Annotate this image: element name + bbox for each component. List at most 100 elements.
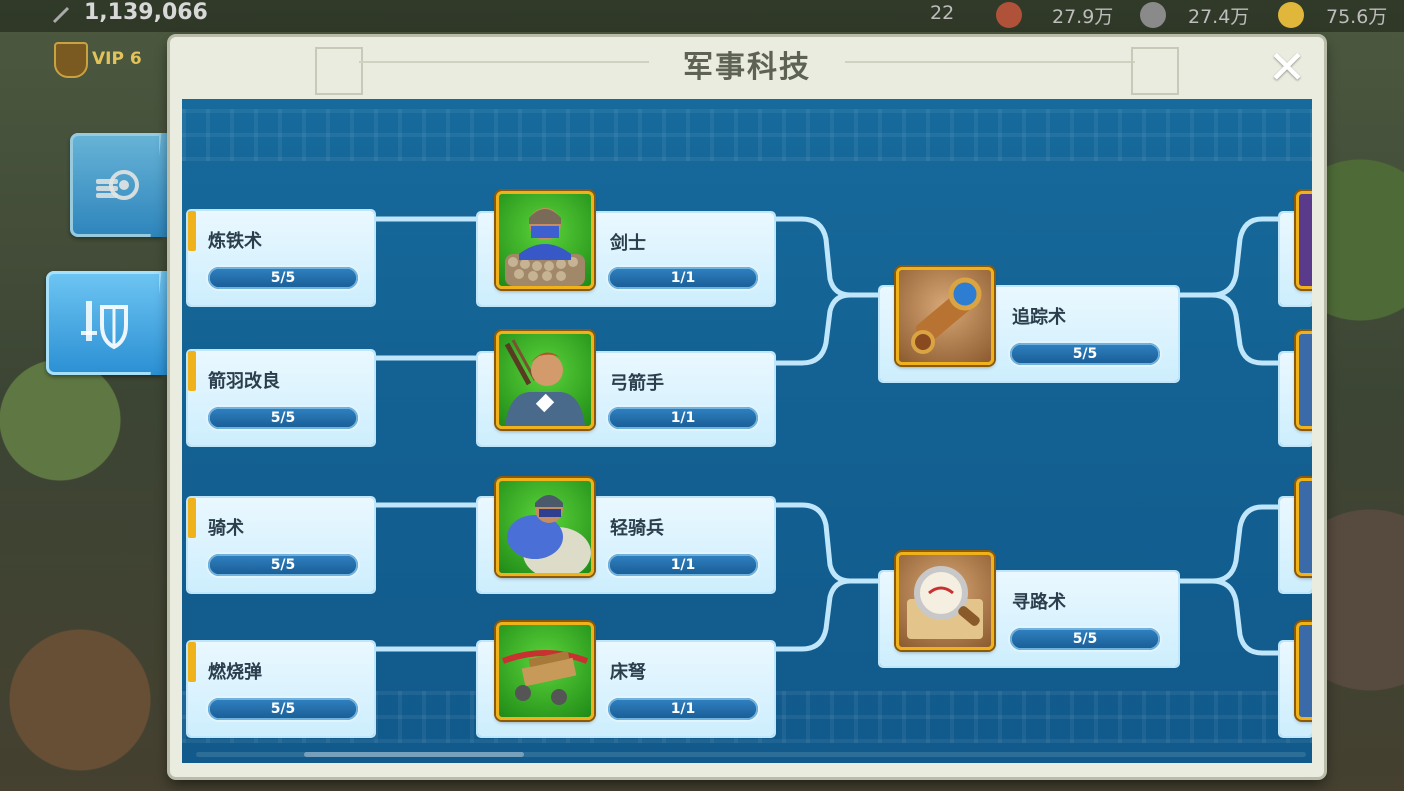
title-ornament-left [315,47,363,95]
progress-bar: 5/5 [208,267,358,289]
title-ornament-right [1131,47,1179,95]
scrollbar-thumb[interactable] [304,752,524,757]
map-magnifier-icon [896,552,994,650]
node-name: 剑士 [610,233,646,254]
wood-icon [1140,2,1166,28]
tech-tree[interactable]: 炼铁术 5/5 箭羽改良 5/5 骑术 5/5 [182,99,1312,763]
sword-shield-icon [81,301,128,350]
ballista-icon [496,622,594,720]
resource-count: 22 [930,2,955,24]
tech-node-incendiary[interactable]: 燃烧弹 5/5 [188,642,374,736]
progress-text: 5/5 [270,701,296,717]
progress-bar: 1/1 [608,407,758,429]
partial-tech-icon [1296,478,1312,576]
tab-economic-tech[interactable] [70,133,162,237]
tech-node-partial[interactable] [1280,478,1312,592]
progress-text: 5/5 [1072,631,1098,647]
progress-fill [210,700,356,718]
progress-fill [1012,630,1158,648]
node-name: 追踪术 [1012,307,1066,328]
progress-bar: 5/5 [208,698,358,720]
progress-fill [1012,345,1158,363]
node-name: 炼铁术 [208,231,262,252]
progress-bar: 5/5 [1010,628,1160,650]
connection-lines [374,216,1280,656]
progress-bar: 5/5 [208,407,358,429]
tech-node-light-cavalry[interactable]: 轻骑兵 1/1 [478,478,774,592]
icon-edge [188,351,196,391]
panel-title: 军事科技 [683,50,811,85]
tech-node-partial[interactable] [1280,622,1312,736]
vip-badge[interactable]: VIP 6 [50,42,160,78]
tab-military-tech[interactable] [46,271,162,375]
food-value[interactable]: 27.9万 [1052,6,1114,28]
tech-node-partial[interactable] [1280,331,1312,445]
node-name: 寻路术 [1012,592,1066,613]
power-value: 1,139,066 [84,0,208,25]
military-tech-panel: 军事科技 ✕ 炼 [170,37,1324,777]
progress-text: 1/1 [670,701,696,717]
node-card [188,642,374,736]
progress-bar: 1/1 [608,698,758,720]
food-icon [996,2,1022,28]
progress-bar: 5/5 [1010,343,1160,365]
progress-text: 5/5 [270,410,296,426]
progress-text: 1/1 [670,270,696,286]
spyglass-icon [896,267,994,365]
node-name: 床弩 [610,662,646,683]
tech-node-smelting[interactable]: 炼铁术 5/5 [188,211,374,305]
progress-text: 5/5 [270,270,296,286]
tech-node-swordsman[interactable]: 剑士 1/1 [478,191,774,305]
light-cavalry-icon [496,478,594,576]
tech-node-arrow-feather[interactable]: 箭羽改良 5/5 [188,351,374,445]
node-name: 骑术 [208,518,244,539]
tech-node-ballista[interactable]: 床弩 1/1 [478,622,774,736]
power-icon [52,6,70,24]
partial-tech-icon [1296,191,1312,289]
progress-bar: 5/5 [208,554,358,576]
progress-fill [610,556,756,574]
gold-icon [1278,2,1304,28]
title-band-left [359,61,649,63]
tech-node-partial[interactable] [1280,191,1312,305]
gold-value[interactable]: 75.6万 [1326,6,1388,28]
progress-text: 1/1 [670,557,696,573]
progress-bar: 1/1 [608,554,758,576]
node-name: 轻骑兵 [610,518,664,539]
partial-tech-icon [1296,331,1312,429]
progress-text: 5/5 [270,557,296,573]
tech-node-archer[interactable]: 弓箭手 1/1 [478,331,774,445]
progress-text: 1/1 [670,410,696,426]
icon-edge [188,498,196,538]
node-name: 弓箭手 [610,373,664,394]
title-band-right [845,61,1135,63]
icon-edge [188,211,196,251]
node-card [188,211,374,305]
top-resource-bar: 1,139,066 22 27.9万 27.4万 75.6万 [0,0,1404,32]
progress-fill [210,409,356,427]
tech-node-pathfinding[interactable]: 寻路术 5/5 [880,552,1178,668]
wood-value[interactable]: 27.4万 [1188,6,1250,28]
progress-fill [610,269,756,287]
progress-text: 5/5 [1072,346,1098,362]
progress-fill [210,269,356,287]
progress-bar: 1/1 [608,267,758,289]
close-button[interactable]: ✕ [1267,40,1307,94]
node-card [188,498,374,592]
vip-shield-icon [54,42,88,78]
progress-fill [210,556,356,574]
horizontal-scrollbar[interactable] [196,752,1306,757]
archer-icon [496,331,594,429]
node-name: 箭羽改良 [208,371,280,392]
partial-tech-icon [1296,622,1312,720]
meander-border-top [182,109,1312,161]
node-card [188,351,374,445]
tech-node-tracking[interactable]: 追踪术 5/5 [880,267,1178,383]
swordsman-icon [496,191,594,289]
icon-edge [188,642,196,682]
progress-fill [610,409,756,427]
progress-fill [610,700,756,718]
tech-node-riding[interactable]: 骑术 5/5 [188,498,374,592]
vip-label: VIP 6 [92,49,142,69]
coins-icon [96,170,139,200]
